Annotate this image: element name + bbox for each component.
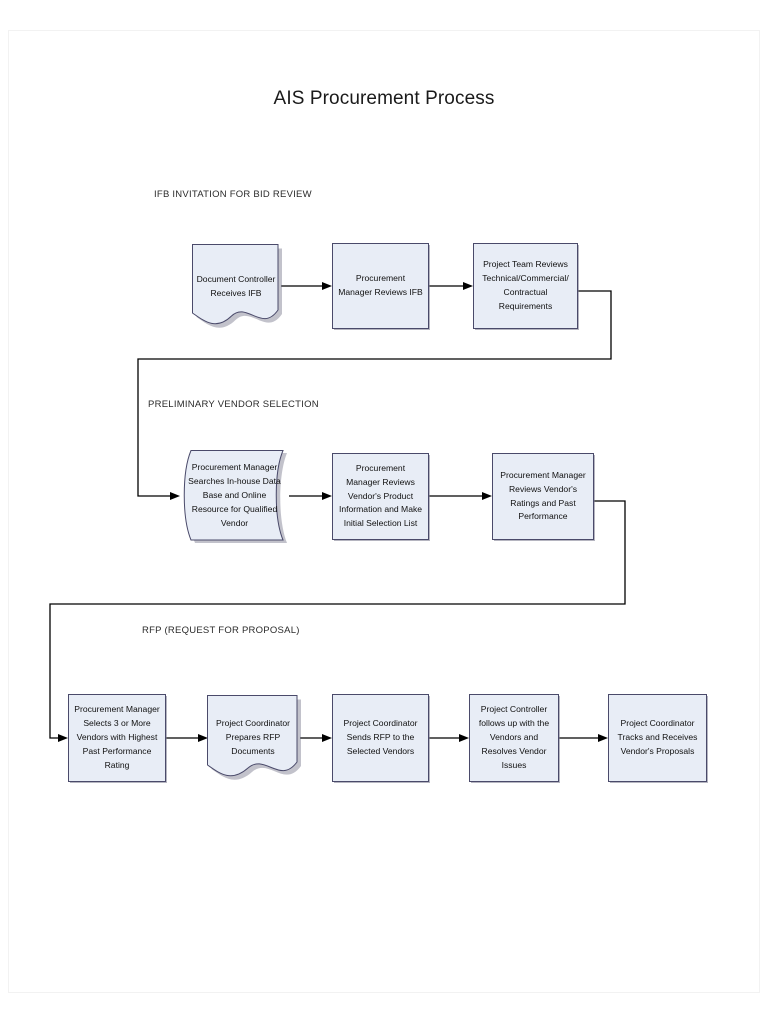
section-label-ifb: IFB INVITATION FOR BID REVIEW — [154, 189, 312, 200]
node-label: Procurement Manager Reviews Vendor's Pro… — [338, 462, 423, 529]
node-project-coordinator-prepares-rfp[interactable]: Project Coordinator Prepares RFP Documen… — [206, 694, 301, 782]
node-label: Project Controller follows up with the V… — [478, 704, 550, 770]
edge-n4-n5 — [289, 492, 332, 500]
node-document-controller-receives-ifb[interactable]: Document Controller Receives IFB — [191, 243, 282, 330]
edge-n5-n6 — [429, 492, 492, 500]
node-project-coordinator-tracks-proposals[interactable]: Project Coordinator Tracks and Receives … — [608, 694, 707, 782]
node-procurement-manager-reviews-product-info[interactable]: Procurement Manager Reviews Vendor's Pro… — [332, 453, 429, 540]
node-label: Project Team Reviews Technical/Commercia… — [482, 259, 569, 311]
node-project-controller-follows-up[interactable]: Project Controller follows up with the V… — [469, 694, 559, 782]
section-label-rfp: RFP (REQUEST FOR PROPOSAL) — [142, 625, 300, 636]
edge-n8-n9 — [300, 734, 332, 742]
node-label: Project Coordinator Sends RFP to the Sel… — [343, 718, 418, 756]
node-label: Project Coordinator Tracks and Receives … — [617, 718, 698, 756]
edge-n10-n11 — [559, 734, 608, 742]
node-project-coordinator-sends-rfp[interactable]: Project Coordinator Sends RFP to the Sel… — [332, 694, 429, 782]
edge-n7-n8 — [166, 734, 208, 742]
page-title: AIS Procurement Process — [273, 88, 495, 109]
node-label: Procurement Manager Reviews IFB — [338, 273, 423, 297]
node-procurement-manager-reviews-ifb[interactable]: Procurement Manager Reviews IFB — [332, 243, 429, 329]
edge-n1-n2 — [281, 282, 332, 290]
edge-n9-n10 — [429, 734, 469, 742]
node-label: Procurement Manager Searches In-house Da… — [188, 462, 281, 528]
node-procurement-manager-reviews-ratings[interactable]: Procurement Manager Reviews Vendor's Rat… — [492, 453, 594, 540]
node-label: Procurement Manager Reviews Vendor's Rat… — [500, 469, 586, 522]
node-label: Project Coordinator Prepares RFP Documen… — [215, 718, 291, 756]
node-procurement-manager-selects-vendors[interactable]: Procurement Manager Selects 3 or More Ve… — [68, 694, 166, 782]
node-label: Document Controller Receives IFB — [196, 273, 276, 298]
section-label-preliminary-vendor-selection: PRELIMINARY VENDOR SELECTION — [148, 399, 319, 410]
node-project-team-reviews-requirements[interactable]: Project Team Reviews Technical/Commercia… — [473, 243, 578, 329]
edge-n2-n3 — [429, 282, 473, 290]
node-label: Procurement Manager Selects 3 or More Ve… — [74, 704, 160, 770]
node-procurement-manager-searches-database[interactable]: Procurement Manager Searches In-house Da… — [180, 449, 289, 543]
